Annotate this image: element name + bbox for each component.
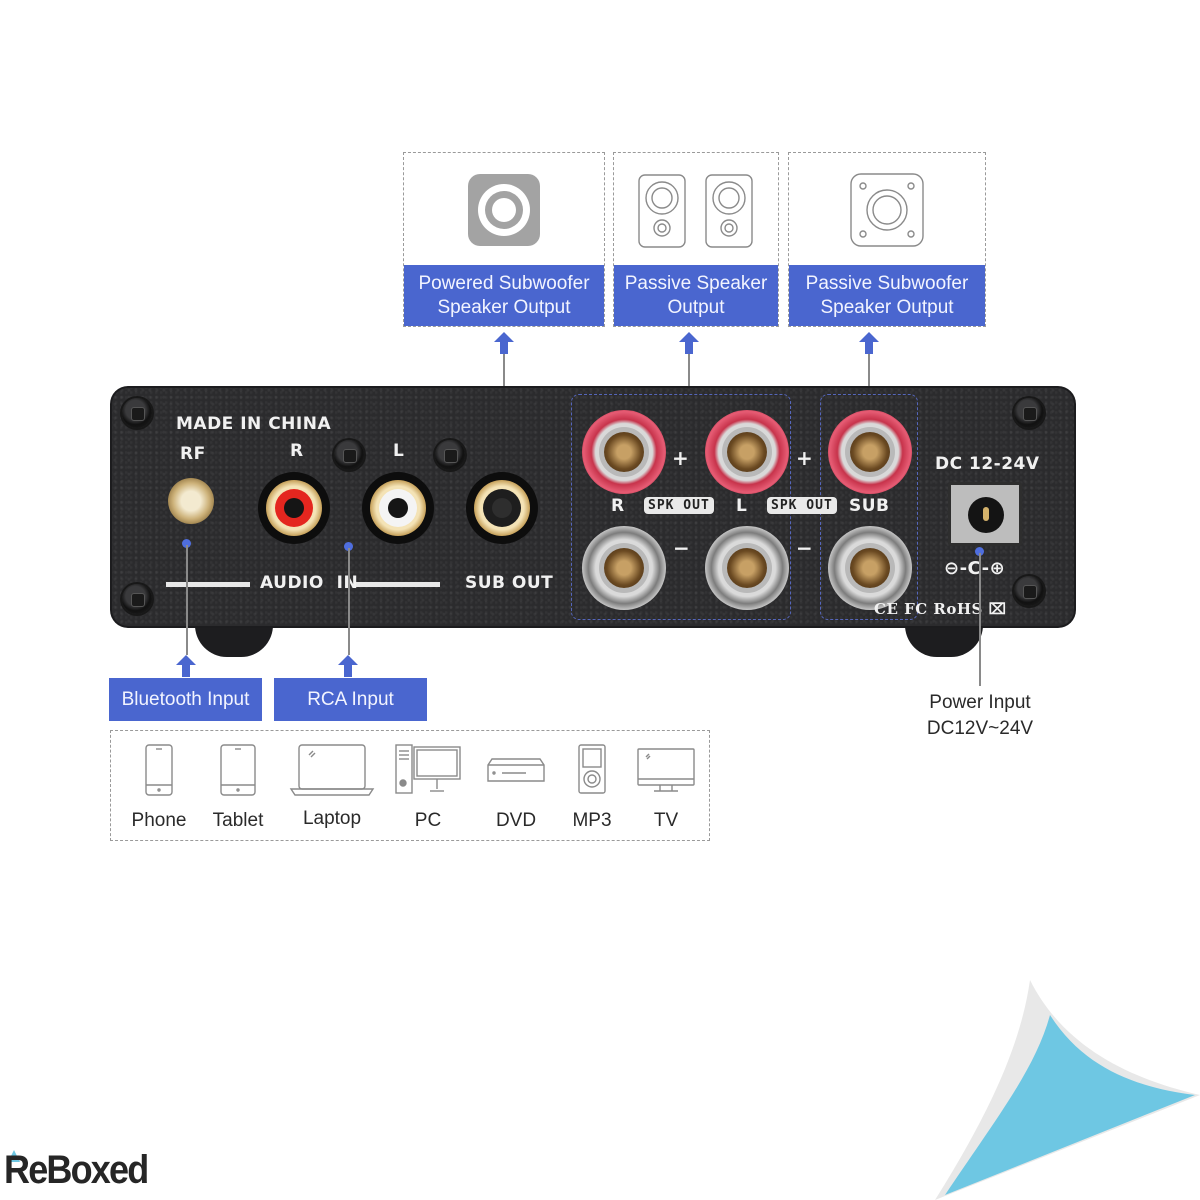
output-label: Passive Subwoofer Speaker Output [789,265,985,326]
tv-icon [637,748,695,792]
rca-input-label: RCA Input [274,678,427,721]
speaker-terminal-r-minus[interactable] [582,526,666,610]
arrow-up-icon [859,332,879,354]
output-label: Powered Subwoofer Speaker Output [404,265,604,326]
arrow-up-icon [679,332,699,354]
screw-icon [1014,576,1044,606]
callout-line [186,545,188,655]
rca-input-left[interactable] [362,472,434,544]
amplifier-rear-panel: MADE IN CHINA RF R L AUDIO IN SUB OUT + … [110,386,1076,628]
passive-subwoofer-icon [789,153,985,266]
output-label: Passive Speaker Output [614,265,778,326]
device-foot-right [905,625,983,657]
speaker-terminal-r-plus[interactable] [582,410,666,494]
mp3-icon [578,744,606,794]
spk-out-tag: SPK OUT [644,497,714,514]
spk-sub-label: SUB [849,496,890,516]
callout-dot [182,539,191,548]
rca-input-right[interactable] [258,472,330,544]
power-input-label: Power Input DC12V~24V [926,692,1034,739]
source-tablet: Tablet [207,731,269,842]
source-devices-panel: Phone Tablet Laptop PC DVD MP3 TV [110,730,710,841]
rca-r-label: R [290,441,304,461]
spk-r-label: R [611,496,625,516]
audio-in-line-left [166,582,250,587]
dvd-icon [487,758,545,782]
speaker-terminal-sub-plus[interactable] [828,410,912,494]
callout-dot [344,542,353,551]
certification-marks: CE FC RoHS ⌧ [874,600,1007,618]
callout-dot [975,547,984,556]
sub-out-label: SUB OUT [465,573,554,593]
speaker-terminal-sub-minus[interactable] [828,526,912,610]
source-pc: PC [393,731,463,842]
callout-line [348,548,350,655]
laptop-icon [289,744,375,796]
polarity-symbol: ⊖-C-⊕ [944,558,1006,579]
speaker-terminal-l-plus[interactable] [705,410,789,494]
source-phone: Phone [131,731,187,842]
brand-mark-icon [8,1150,20,1162]
audio-in-line-right [356,582,440,587]
dc-power-jack[interactable] [948,482,1022,546]
pc-icon [395,744,461,794]
arrow-up-icon [176,655,196,677]
rf-label: RF [180,444,206,464]
source-laptop: Laptop [287,731,377,842]
minus-sign: − [673,536,691,560]
source-tv: TV [631,731,701,842]
screw-icon [435,440,465,470]
spk-out-tag: SPK OUT [767,497,837,514]
device-foot-left [195,625,273,657]
source-mp3: MP3 [567,731,617,842]
powered-subwoofer-icon [404,153,604,266]
dc-rating-label: DC 12-24V [935,454,1040,474]
spk-l-label: L [736,496,748,516]
plus-sign: + [796,446,814,470]
speaker-terminal-l-minus[interactable] [705,526,789,610]
audio-in-label: AUDIO IN [260,573,359,593]
made-in-label: MADE IN CHINA [176,414,332,434]
screw-icon [122,584,152,614]
page-curl-icon [935,980,1200,1200]
bluetooth-input-label: Bluetooth Input [109,678,262,721]
passive-speakers-icon [614,153,778,266]
plus-sign: + [672,446,690,470]
minus-sign: − [796,536,814,560]
output-card-powered-subwoofer: Powered Subwoofer Speaker Output [403,152,605,327]
source-dvd: DVD [485,731,547,842]
callout-line [688,354,690,390]
callout-line [979,553,981,686]
callout-line [868,354,870,390]
screw-icon [334,440,364,470]
rf-antenna-connector[interactable] [168,478,214,524]
output-card-passive-speaker: Passive Speaker Output [613,152,779,327]
screw-icon [122,398,152,428]
tablet-icon [220,744,256,796]
output-card-passive-subwoofer: Passive Subwoofer Speaker Output [788,152,986,327]
arrow-up-icon [494,332,514,354]
brand-logo: ReBoxed [4,1148,149,1192]
sub-out-jack[interactable] [466,472,538,544]
arrow-up-icon [338,655,358,677]
rca-l-label: L [393,441,405,461]
screw-icon [1014,398,1044,428]
phone-icon [145,744,173,796]
